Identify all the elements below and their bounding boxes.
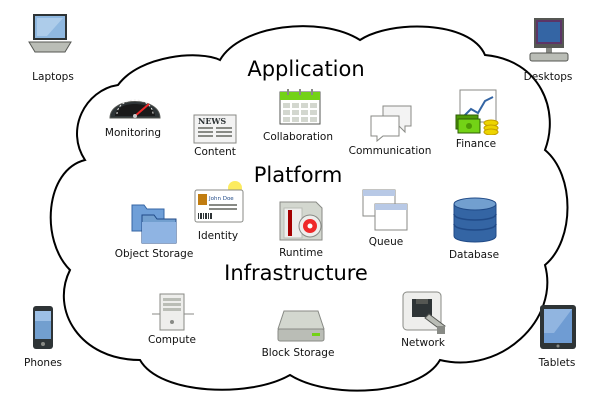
speech-bubbles-icon bbox=[370, 105, 412, 142]
collaboration-icon bbox=[279, 89, 321, 125]
hard-drive-icon bbox=[277, 310, 325, 342]
newspaper-icon: NEWS bbox=[193, 114, 237, 144]
monitoring-icon bbox=[109, 99, 161, 119]
laptop-icon bbox=[28, 14, 72, 53]
devices-desktops-label: Desktops bbox=[523, 71, 573, 83]
finance-icon bbox=[455, 89, 499, 135]
collaboration-label: Collaboration bbox=[263, 131, 333, 143]
platform-heading: Platform bbox=[253, 163, 343, 187]
runtime-label: Runtime bbox=[279, 247, 323, 259]
application-heading: Application bbox=[247, 57, 365, 81]
desktop-icon bbox=[529, 18, 569, 62]
queue-windows-icon bbox=[362, 189, 408, 231]
svg-text:NEWS: NEWS bbox=[198, 116, 226, 126]
tablet-icon bbox=[540, 305, 576, 349]
id-card-icon: John Doe bbox=[194, 181, 244, 223]
devices-laptops-label: Laptops bbox=[32, 71, 74, 83]
identity-label: Identity bbox=[197, 230, 239, 242]
communication-label: Communication bbox=[348, 145, 432, 157]
phone-icon bbox=[33, 306, 53, 349]
server-tower-icon bbox=[152, 293, 194, 331]
content-label: Content bbox=[194, 146, 236, 158]
network-socket-icon bbox=[402, 291, 446, 334]
folders-icon bbox=[131, 204, 177, 244]
network-label: Network bbox=[401, 337, 445, 349]
object-storage-label: Object Storage bbox=[114, 248, 194, 260]
monitoring-label: Monitoring bbox=[104, 127, 162, 139]
compute-label: Compute bbox=[148, 334, 196, 346]
infrastructure-heading: Infrastructure bbox=[224, 261, 368, 285]
devices-phones-label: Phones bbox=[24, 357, 62, 369]
database-icon bbox=[453, 197, 497, 243]
svg-text:John Doe: John Doe bbox=[208, 196, 234, 202]
finance-label: Finance bbox=[455, 138, 497, 150]
queue-label: Queue bbox=[368, 236, 404, 248]
runtime-icon bbox=[279, 201, 323, 241]
devices-tablets-label: Tablets bbox=[538, 357, 576, 369]
block-storage-label: Block Storage bbox=[261, 347, 335, 359]
database-label: Database bbox=[448, 249, 500, 261]
